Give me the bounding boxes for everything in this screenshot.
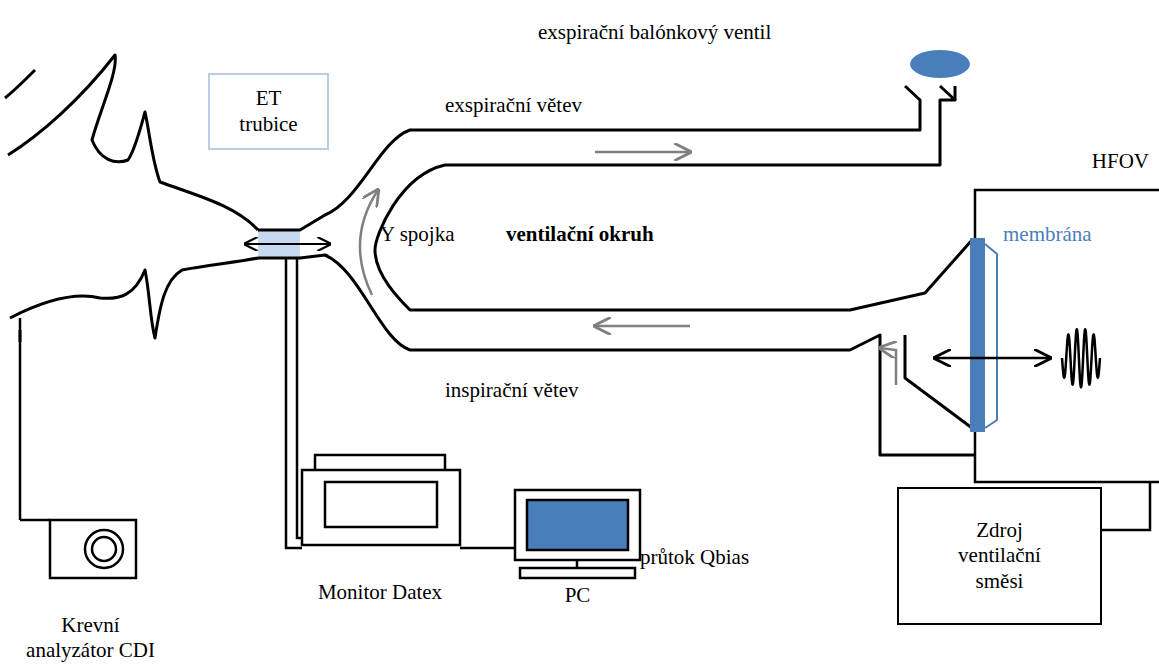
valve-label: exspirační balónkový ventil xyxy=(538,20,771,45)
flow-label: průtok Qbias xyxy=(640,545,749,570)
node-text: ET trubice xyxy=(227,86,311,136)
node-text: Zdroj ventilační směsi xyxy=(944,518,1056,594)
hfov-unit: HFOV xyxy=(975,145,1159,482)
pc-device: PC xyxy=(510,488,645,608)
flow-arrows xyxy=(360,152,896,385)
oscillation-arrow xyxy=(935,357,1050,360)
branch-label: exspirační větev xyxy=(445,93,582,118)
sampling-line xyxy=(286,258,302,548)
membrane-outline xyxy=(985,244,997,428)
branch-label: inspirační větev xyxy=(445,378,579,403)
circuit-title: ventilační okruh xyxy=(506,222,654,247)
connector xyxy=(1102,482,1150,530)
analyzer-icon xyxy=(20,520,136,578)
monitor-icon xyxy=(302,455,480,548)
process-box: Zdroj ventilační směsi xyxy=(897,487,1102,625)
flow-arrow xyxy=(245,243,330,245)
hfov-housing xyxy=(975,190,1159,482)
node-text: HFOV xyxy=(1092,149,1149,174)
part-label: Y spojka xyxy=(380,222,454,247)
pc-icon xyxy=(510,490,640,578)
node-text: Krevní analyzátor CDI xyxy=(26,613,156,663)
monitor-device: Monitor Datex xyxy=(280,450,480,605)
node-text: PC xyxy=(565,583,591,608)
blood-line xyxy=(19,318,22,520)
ventilation-circuit xyxy=(258,86,975,455)
analyzer-device: Krevní analyzátor CDI xyxy=(8,515,173,663)
membrane-label: membrána xyxy=(1003,222,1092,247)
membrane xyxy=(970,238,985,432)
balloon-valve xyxy=(910,50,970,78)
node-text: Monitor Datex xyxy=(318,580,442,605)
label-box: ET trubice xyxy=(208,73,329,150)
oscillation-wave xyxy=(1062,329,1100,387)
connector xyxy=(480,547,510,550)
